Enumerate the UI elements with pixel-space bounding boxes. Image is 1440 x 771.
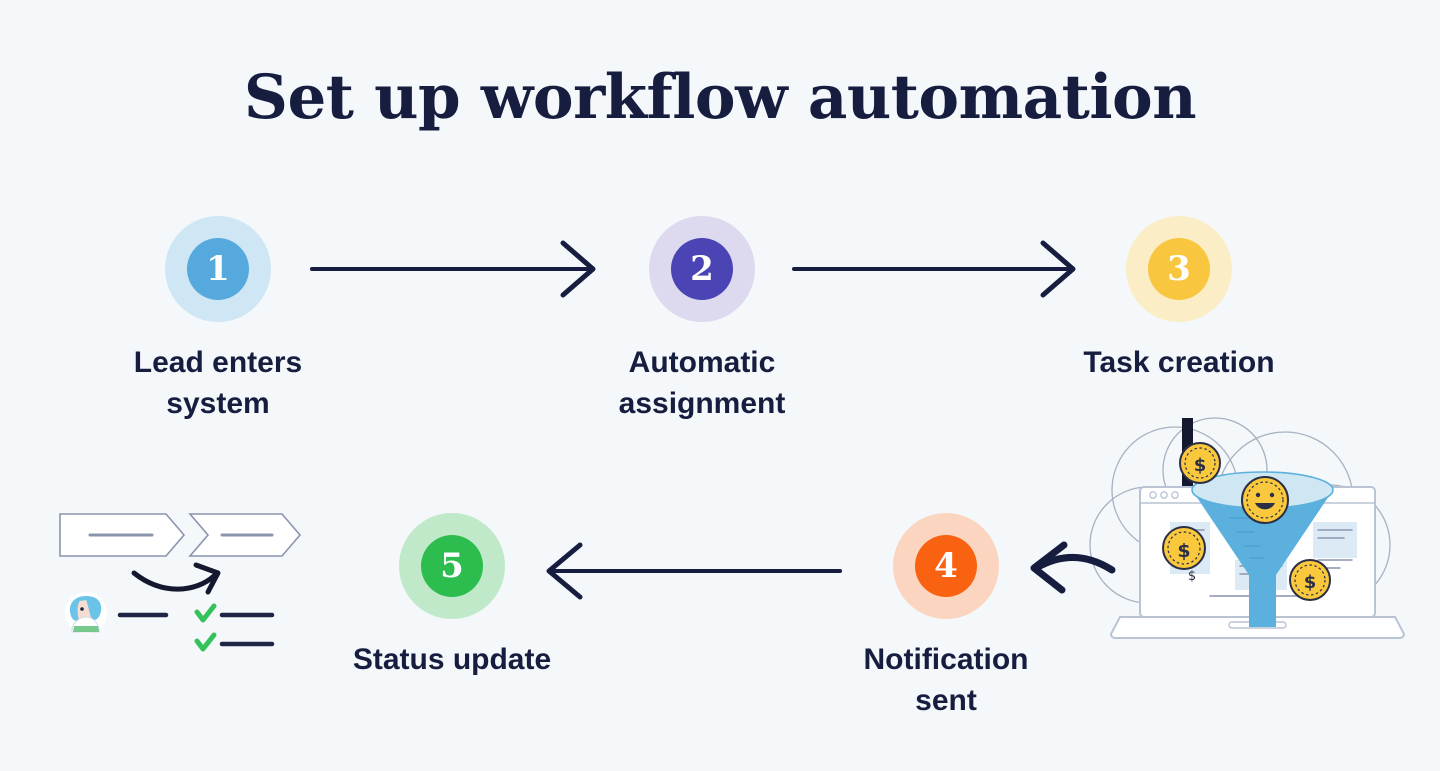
coin-dollar: $ xyxy=(1179,442,1221,484)
laptop-screen xyxy=(1139,486,1376,618)
screen-content xyxy=(1170,522,1357,597)
step-halo-5: 5 xyxy=(399,513,505,619)
step-halo-1: 1 xyxy=(165,216,271,322)
orbit-circles xyxy=(1089,417,1391,606)
svg-text:$: $ xyxy=(1188,569,1196,584)
coin-dollar: $ xyxy=(1289,559,1331,601)
step-node-2[interactable]: 2 Automatic assignment xyxy=(592,216,812,425)
task-assignment-illustration xyxy=(59,513,302,652)
step-node-3[interactable]: 3 Task creation xyxy=(1069,216,1289,383)
laptop-trackpad xyxy=(1228,621,1287,629)
check-icon xyxy=(194,632,217,652)
chevron-box-empty xyxy=(59,513,186,557)
step-label-4: Notification sent xyxy=(863,643,1029,718)
step-number-badge-2: 2 xyxy=(671,238,733,300)
sales-funnel-laptop-illustration: $ $ $ $ xyxy=(1089,417,1406,639)
step-node-4[interactable]: 4 Notification sent xyxy=(836,513,1056,722)
step-number-badge-4: 4 xyxy=(915,535,977,597)
step-number-badge-1: 1 xyxy=(187,238,249,300)
curved-arrow-head xyxy=(193,562,221,595)
page-title: Set up workflow automation xyxy=(243,62,1197,133)
person-avatar xyxy=(65,592,107,634)
step-number-badge-5: 5 xyxy=(421,535,483,597)
svg-text:$: $ xyxy=(1177,540,1190,562)
coin-dollar: $ $ xyxy=(1162,526,1206,584)
window-dot xyxy=(1160,491,1168,499)
step-label-5: Status update xyxy=(352,643,552,676)
laptop-base xyxy=(1109,616,1406,639)
check-icon xyxy=(194,603,217,623)
step-label-2: Automatic assignment xyxy=(618,346,786,421)
window-dot xyxy=(1171,491,1179,499)
vertical-bar xyxy=(1182,418,1193,496)
step-halo-4: 4 xyxy=(893,513,999,619)
funnel xyxy=(1191,471,1334,627)
step-halo-3: 3 xyxy=(1126,216,1232,322)
step-node-5[interactable]: 5 Status update xyxy=(342,513,562,680)
step-number-badge-3: 3 xyxy=(1148,238,1210,300)
svg-text:$: $ xyxy=(1304,572,1317,593)
chevron-box-filled xyxy=(188,513,302,557)
arrow-step1-to-step2 xyxy=(310,240,596,298)
arrow-step2-to-step3 xyxy=(792,240,1076,298)
step-label-1: Lead enters system xyxy=(133,346,303,421)
svg-text:$: $ xyxy=(1194,455,1207,476)
coin-smiley xyxy=(1241,476,1289,524)
step-label-3: Task creation xyxy=(1083,346,1275,379)
curved-arrow xyxy=(131,570,217,592)
step-node-1[interactable]: 1 Lead enters system xyxy=(108,216,328,425)
arrow-step4-to-step5 xyxy=(546,542,842,600)
window-dot xyxy=(1149,491,1157,499)
step-halo-2: 2 xyxy=(649,216,755,322)
